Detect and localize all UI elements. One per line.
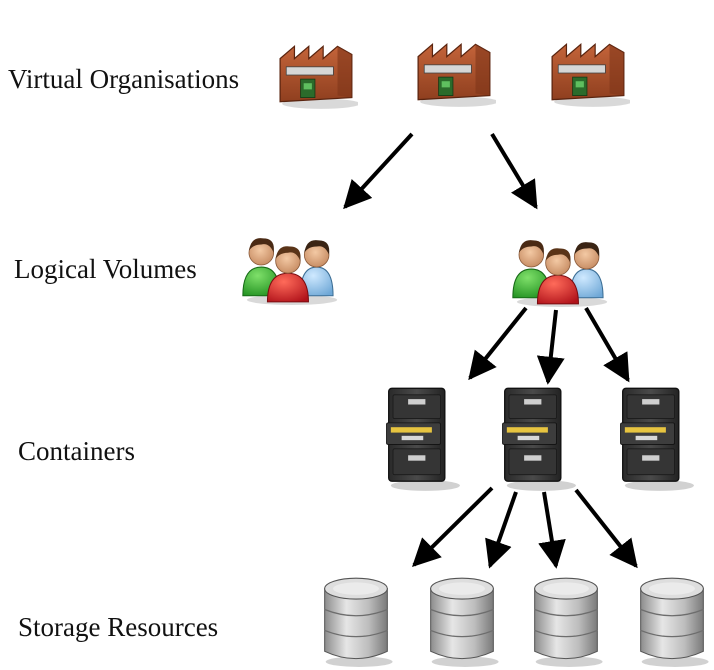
arrow <box>536 309 565 385</box>
database-icon <box>430 577 500 668</box>
database-icon <box>324 577 394 668</box>
filing-cabinet-icon <box>619 387 694 492</box>
arrow <box>538 491 566 569</box>
arrow <box>485 491 518 569</box>
factory-icon <box>279 45 358 110</box>
factory-icon <box>417 43 496 108</box>
arrow <box>412 486 494 567</box>
database-icon <box>534 577 604 668</box>
filing-cabinet-icon <box>385 387 460 492</box>
label-containers: Containers <box>18 436 135 466</box>
label-virtual-organisations: Virtual Organisations <box>8 64 240 94</box>
factory-icon <box>551 43 630 108</box>
label-storage-resources: Storage Resources <box>18 612 219 642</box>
arrow <box>468 306 528 381</box>
label-logical-volumes: Logical Volumes <box>14 254 197 284</box>
users-group-icon <box>512 239 608 308</box>
arrow <box>490 132 538 210</box>
filing-cabinet-icon <box>501 387 576 492</box>
database-icon <box>640 577 710 668</box>
arrow <box>574 488 638 569</box>
arrow <box>584 306 630 383</box>
users-group-icon <box>242 237 338 306</box>
arrow <box>343 132 414 210</box>
